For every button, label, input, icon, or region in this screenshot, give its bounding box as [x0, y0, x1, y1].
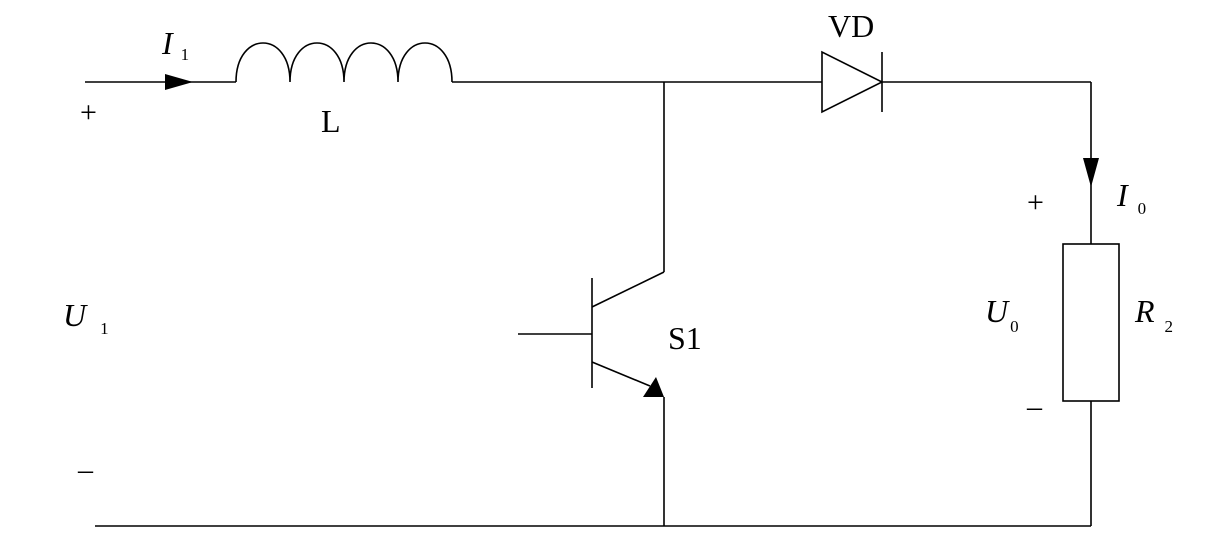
- transistor-collector-line: [591, 271, 665, 308]
- input-current-arrow: [165, 74, 193, 90]
- input-minus-sign: –: [77, 453, 94, 486]
- transistor-emitter-arrow: [643, 377, 664, 397]
- load-resistor-body: [1062, 243, 1120, 402]
- inductor-label: L: [321, 103, 341, 139]
- output-plus-sign: +: [1027, 186, 1044, 219]
- transistor-emitter-line: [591, 361, 651, 387]
- input-plus-sign: +: [80, 96, 97, 129]
- output-current-arrow: [1083, 158, 1099, 187]
- switch-label: S1: [668, 320, 702, 356]
- output-minus-sign: –: [1026, 390, 1043, 423]
- diode-label: VD: [828, 8, 874, 44]
- diode-triangle: [821, 50, 884, 114]
- inductor-coil: [235, 42, 453, 83]
